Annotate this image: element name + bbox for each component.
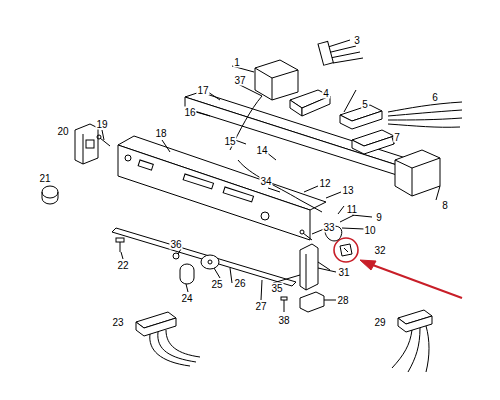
callout-number: 28: [336, 295, 349, 306]
callout-number: 17: [196, 85, 209, 96]
callout-number: 37: [233, 75, 246, 86]
callout-number: 8: [441, 200, 449, 211]
callout-number: 9: [375, 212, 383, 223]
callout-number: 38: [277, 315, 290, 326]
callout-number: 32: [373, 245, 386, 256]
callout-number: 5: [361, 99, 369, 110]
callout-number: 34: [259, 176, 272, 187]
callout-number: 24: [180, 293, 193, 304]
callout-number: 29: [373, 317, 386, 328]
callout-number: 20: [56, 126, 69, 137]
callout-number: 22: [116, 260, 129, 271]
callout-number: 1: [233, 57, 241, 68]
callout-number: 26: [233, 278, 246, 289]
callout-number: 16: [183, 107, 196, 118]
callout-number: 3: [353, 35, 361, 46]
callout-number: 36: [169, 239, 182, 250]
callout-number: 27: [254, 301, 267, 312]
callout-number: 14: [255, 145, 268, 156]
callout-number: 19: [95, 119, 108, 130]
callout-number: 4: [322, 88, 330, 99]
callout-number: 18: [154, 128, 167, 139]
callout-number: 15: [223, 136, 236, 147]
callout-number: 35: [270, 283, 283, 294]
callout-number: 13: [341, 185, 354, 196]
callout-number: 25: [210, 279, 223, 290]
callout-number: 7: [393, 132, 401, 143]
callout-number: 6: [431, 92, 439, 103]
callout-number: 33: [322, 222, 335, 233]
callout-number: 21: [38, 173, 51, 184]
callout-number: 23: [111, 317, 124, 328]
callout-number: 12: [318, 178, 331, 189]
callout-number: 31: [337, 267, 350, 278]
callout-number: 10: [363, 225, 376, 236]
callout-number: 11: [346, 204, 358, 215]
